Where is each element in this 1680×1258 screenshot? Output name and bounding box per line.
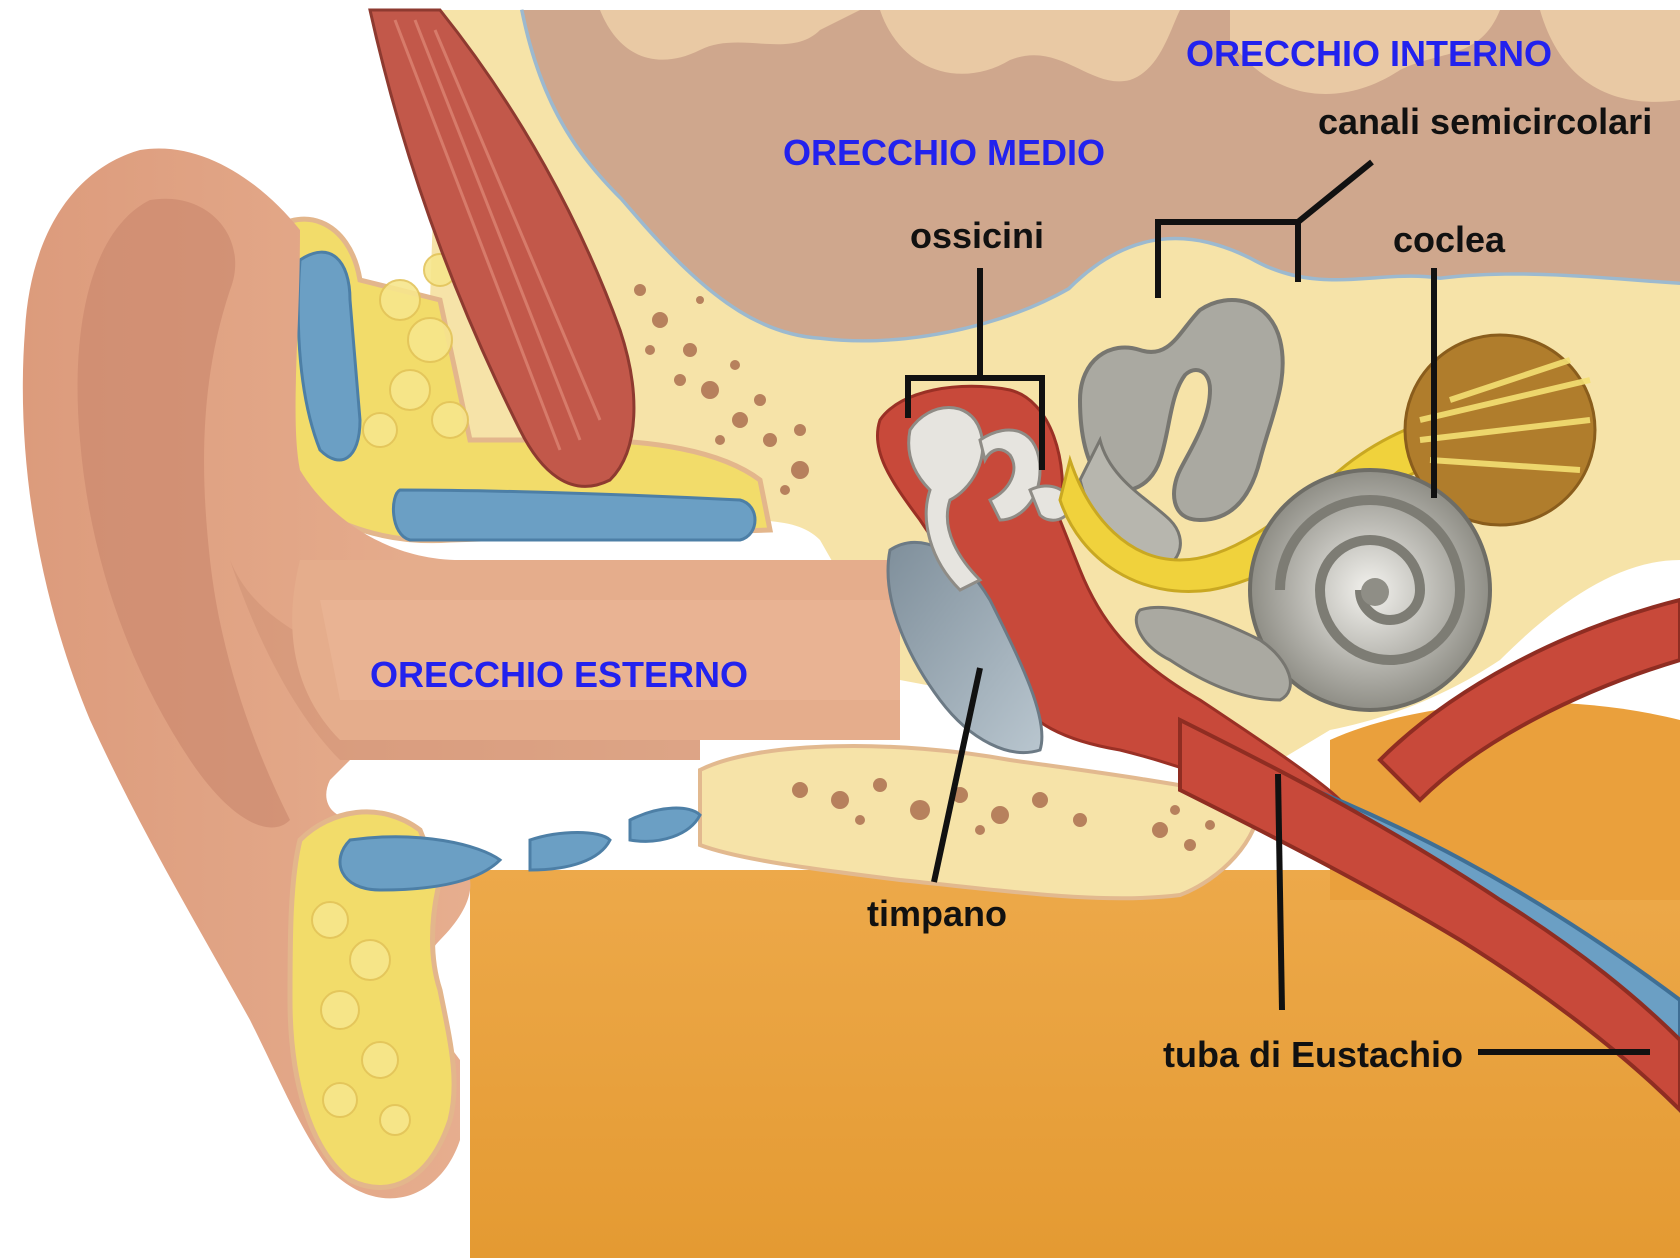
label-cochlea: coclea (1393, 219, 1506, 260)
label-eardrum: timpano (867, 893, 1007, 934)
label-semicircular-canals: canali semicircolari (1318, 101, 1652, 142)
label-ossicles: ossicini (910, 215, 1044, 256)
label-middle-ear: ORECCHIO MEDIO (783, 132, 1105, 173)
label-eustachian-tube: tuba di Eustachio (1163, 1034, 1463, 1075)
label-inner-ear: ORECCHIO INTERNO (1186, 33, 1552, 74)
label-outer-ear: ORECCHIO ESTERNO (370, 654, 748, 695)
cartilage-canal-upper (393, 490, 755, 540)
